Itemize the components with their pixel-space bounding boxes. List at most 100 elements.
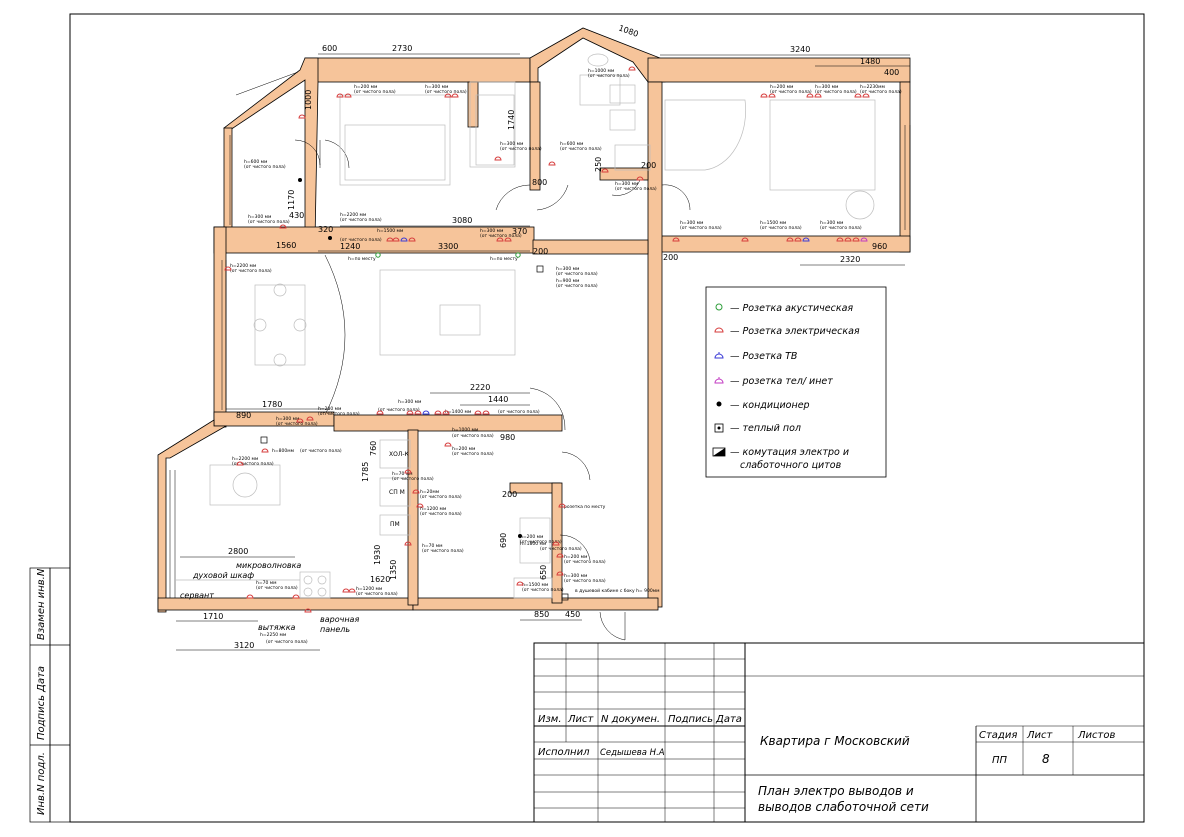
side-inv-podl: Инв.N подл. bbox=[36, 752, 47, 815]
electric-socket-icon bbox=[236, 461, 244, 466]
svg-text:h=по месту: h=по месту bbox=[490, 256, 518, 262]
dim-200a: 200 bbox=[641, 161, 656, 170]
label-microwave: микроволновка bbox=[236, 561, 301, 570]
svg-text:в душевой кабине с боку h= 900: в душевой кабине с боку h= 900мм bbox=[575, 587, 660, 594]
electric-socket-icon bbox=[298, 114, 306, 119]
tv-socket-icon bbox=[802, 237, 810, 242]
svg-text:h=300 мм: h=300 мм bbox=[815, 84, 838, 90]
svg-text:(от чистого пола): (от чистого пола) bbox=[248, 219, 290, 225]
dim-400: 400 bbox=[884, 68, 899, 77]
electric-socket-icon bbox=[261, 448, 269, 453]
svg-text:(от чистого пола): (от чистого пола) bbox=[556, 283, 598, 289]
svg-text:(от чистого пола): (от чистого пола) bbox=[820, 225, 862, 231]
svg-text:(от чистого пола): (от чистого пола) bbox=[420, 511, 462, 517]
svg-text:h=300 мм: h=300 мм bbox=[425, 84, 448, 90]
legend-phone: — розетка тел/ инет bbox=[730, 376, 833, 387]
electric-socket-icon bbox=[376, 410, 384, 415]
tb-podpis: Подпись bbox=[668, 714, 713, 725]
svg-text:(от чистого пола): (от чистого пола) bbox=[452, 451, 494, 457]
tv-socket-icon bbox=[400, 237, 408, 242]
svg-text:h=300 мм: h=300 мм bbox=[556, 266, 579, 272]
svg-text:h=1400 мм: h=1400 мм bbox=[445, 409, 471, 415]
svg-text:(от чистого пола): (от чистого пола) bbox=[556, 271, 598, 277]
svg-text:h=70 мм: h=70 мм bbox=[392, 471, 413, 477]
dim-850: 850 bbox=[534, 610, 549, 619]
electric-socket-icon bbox=[504, 237, 512, 242]
air-conditioner-icon bbox=[328, 236, 332, 240]
electric-socket-icon bbox=[444, 442, 452, 447]
label-hob-1: варочная bbox=[320, 615, 359, 624]
svg-text:h=600 мм: h=600 мм bbox=[560, 141, 583, 147]
legend-tv: — Розетка ТВ bbox=[730, 351, 797, 362]
dim-1240: 1240 bbox=[340, 242, 360, 251]
label-hood: вытяжка bbox=[258, 623, 296, 632]
tb-drawing-title-1: План электро выводов и bbox=[758, 784, 914, 798]
socket-marks bbox=[224, 66, 870, 613]
dim-980: 980 bbox=[500, 433, 515, 442]
dim-650: 650 bbox=[539, 565, 548, 580]
svg-text:h=70 мм: h=70 мм bbox=[256, 580, 277, 586]
tb-stage-label: Стадия bbox=[979, 730, 1017, 741]
electric-socket-icon bbox=[414, 410, 422, 415]
electric-socket-icon bbox=[786, 237, 794, 242]
svg-text:h=по месту: h=по месту bbox=[348, 256, 376, 262]
electric-socket-icon bbox=[416, 503, 424, 508]
heated-floor-icon bbox=[561, 593, 569, 601]
svg-text:(от чистого пола): (от чистого пола) bbox=[300, 448, 342, 454]
svg-text:(от чистого пола): (от чистого пола) bbox=[498, 409, 540, 415]
svg-text:h=200 мм: h=200 мм bbox=[354, 84, 377, 90]
dim-3240: 3240 bbox=[790, 45, 810, 54]
svg-text:(от чистого пола): (от чистого пола) bbox=[232, 461, 274, 467]
electric-socket-icon bbox=[516, 581, 524, 586]
dim-250: 250 bbox=[594, 157, 603, 172]
height-notes: h=200 мм (от чистого пола) h=300 мм (от … bbox=[230, 68, 902, 645]
dim-1350: 1350 bbox=[389, 560, 398, 580]
electric-socket-icon bbox=[279, 224, 287, 229]
svg-text:h=200 мм: h=200 мм bbox=[318, 406, 341, 412]
electric-socket-icon bbox=[601, 168, 609, 173]
tb-sheets-label: Листов bbox=[1077, 730, 1115, 741]
svg-text:h=200 мм: h=200 мм bbox=[564, 554, 587, 560]
dim-3300: 3300 bbox=[438, 242, 458, 251]
dim-1440: 1440 bbox=[488, 395, 508, 404]
dim-890: 890 bbox=[236, 411, 251, 420]
electric-socket-icon bbox=[556, 553, 564, 558]
walls bbox=[157, 27, 911, 613]
acoustic-socket-icon bbox=[715, 303, 723, 311]
air-conditioner-icon bbox=[518, 534, 522, 538]
dim-1000: 1000 bbox=[304, 90, 313, 110]
electric-socket-icon bbox=[474, 410, 482, 415]
phone-internet-socket-icon bbox=[714, 377, 724, 384]
dim-1170: 1170 bbox=[287, 190, 296, 210]
svg-text:(от чистого пола): (от чистого пола) bbox=[318, 411, 360, 417]
electric-socket-icon bbox=[552, 541, 560, 546]
dim-600: 600 bbox=[322, 44, 337, 53]
dim-1620: 1620 bbox=[370, 575, 390, 584]
svg-text:(от чистого пола): (от чистого пола) bbox=[425, 89, 467, 95]
electric-socket-icon bbox=[292, 594, 300, 599]
svg-text:h=1500 мм: h=1500 мм bbox=[522, 582, 548, 588]
electric-socket-icon bbox=[434, 410, 442, 415]
svg-text:(от чистого пола): (от чистого пола) bbox=[500, 146, 542, 152]
dim-430: 430 bbox=[289, 211, 304, 220]
svg-text:h=300 мм: h=300 мм bbox=[276, 416, 299, 422]
electric-socket-icon bbox=[482, 410, 490, 415]
svg-text:h=1500 мм: h=1500 мм bbox=[760, 220, 786, 226]
dim-1740: 1740 bbox=[507, 110, 516, 130]
electric-socket-icon bbox=[760, 93, 768, 98]
dim-1560: 1560 bbox=[276, 241, 296, 250]
svg-text:h=2250 мм: h=2250 мм bbox=[260, 632, 286, 638]
svg-text:h=1000 мм: h=1000 мм bbox=[588, 68, 614, 74]
electric-socket-icon bbox=[636, 176, 644, 181]
electric-socket-icon bbox=[628, 66, 636, 71]
dim-200c: 200 bbox=[663, 253, 678, 262]
electric-socket-icon bbox=[404, 541, 412, 546]
dim-200b: 200 bbox=[533, 247, 548, 256]
dim-200d: 200 bbox=[502, 490, 517, 499]
svg-text:h=200 мм: h=200 мм bbox=[770, 84, 793, 90]
dim-2320: 2320 bbox=[840, 255, 860, 264]
electric-socket-icon bbox=[496, 237, 504, 242]
electric-socket-icon bbox=[768, 93, 776, 98]
electric-socket-icon bbox=[854, 93, 862, 98]
air-conditioner-icon bbox=[716, 401, 722, 407]
